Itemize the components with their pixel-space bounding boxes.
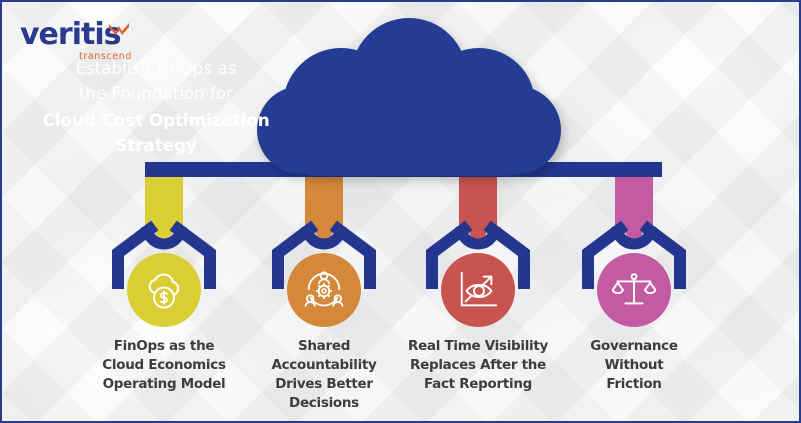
pillar-caption: Governance Without Friction (546, 337, 722, 394)
headline-line-1: Establish FinOps as (75, 59, 237, 78)
logo-tagline: transcend (79, 51, 132, 62)
pillar-icon-circle (441, 253, 515, 327)
caption-line-1: Governance (590, 338, 678, 354)
pillar-icon-circle (127, 253, 201, 327)
pillar-caption: Shared Accountability Drives Better Deci… (236, 337, 412, 413)
caption-line-3: Drives Better (275, 376, 373, 392)
veritis-logo[interactable]: veritis transcend (20, 20, 150, 68)
caption-line-3: Operating Model (102, 376, 226, 392)
caption-line-2: Replaces After the (410, 357, 546, 373)
headline-line-4: Strategy (115, 136, 197, 156)
balance-scale-icon (612, 269, 656, 311)
cloud-headline-text: Establish FinOps as the Foundation for C… (2, 56, 310, 159)
headline-line-2: the Foundation for (78, 84, 234, 103)
cloud-dollar-icon (142, 270, 186, 310)
pillar-caption: FinOps as the Cloud Economics Operating … (76, 337, 252, 394)
pillar-caption: Real Time Visibility Replaces After the … (390, 337, 566, 394)
pillar-icon-circle (597, 253, 671, 327)
caption-line-1: Shared (297, 338, 351, 354)
team-collaboration-icon (302, 269, 346, 311)
caption-line-2: Cloud Economics (102, 357, 226, 373)
logo-wordmark: veritis (20, 17, 121, 52)
caption-line-3: Fact Reporting (424, 376, 532, 392)
caption-line-2: Without (604, 357, 664, 373)
veritis-swoosh-icon (108, 22, 130, 36)
caption-line-2: Accountability (271, 357, 377, 373)
caption-line-3: Friction (606, 376, 662, 392)
eye-chart-icon (456, 269, 500, 311)
headline-line-3: Cloud Cost Optimization (42, 111, 270, 131)
caption-line-1: FinOps as the (113, 338, 215, 354)
pillar-icon-circle (287, 253, 361, 327)
caption-line-4: Decisions (289, 395, 359, 411)
caption-line-1: Real Time Visibility (407, 338, 549, 354)
